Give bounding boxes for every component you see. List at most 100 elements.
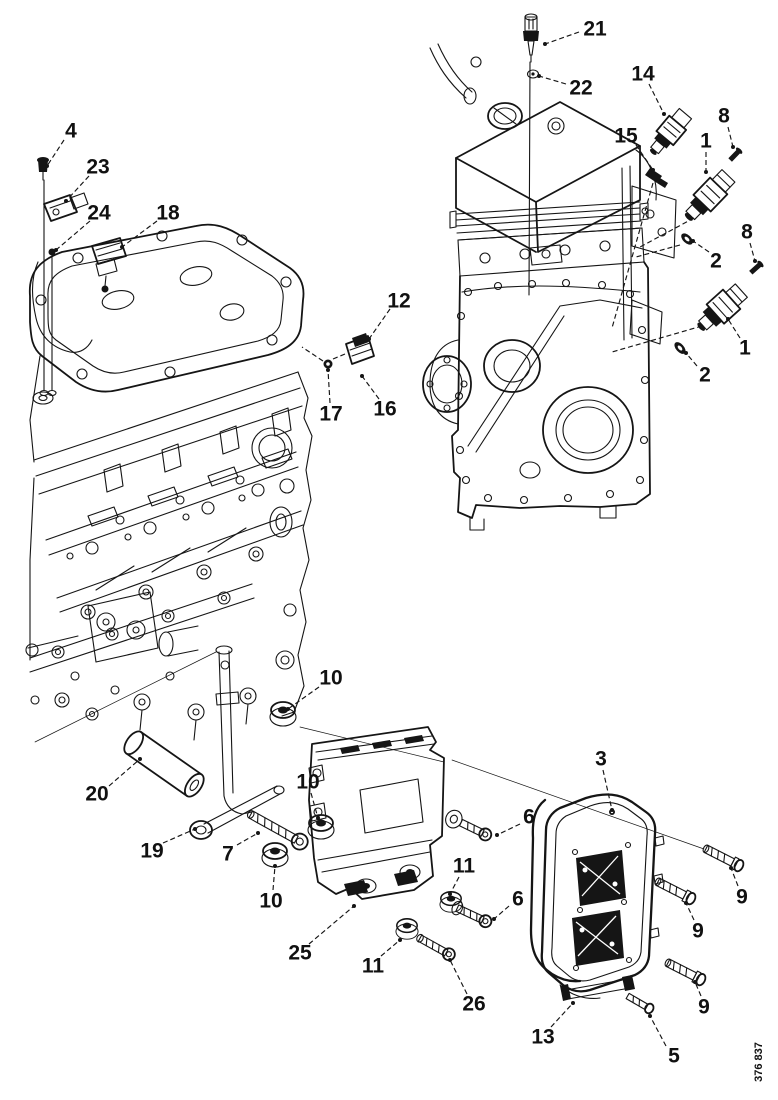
leader-endpoint	[492, 917, 496, 921]
callout-2: 2	[691, 239, 722, 273]
mounting-rods	[32, 179, 57, 405]
leader-line	[108, 758, 141, 787]
callout-number-6: 6	[523, 806, 535, 829]
bolt-26	[416, 933, 456, 962]
washer-2-upper	[681, 233, 693, 245]
clip-15	[611, 168, 668, 329]
leader-line	[550, 1002, 574, 1028]
side-bracket-arm	[621, 149, 677, 345]
leader-endpoint	[684, 351, 688, 355]
callout-17: 17	[319, 368, 343, 426]
leader-line	[310, 792, 319, 819]
timing-gear-cover	[422, 261, 651, 531]
sensor-21	[523, 13, 539, 63]
leader-endpoint	[138, 757, 142, 761]
callout-number-2: 2	[710, 250, 722, 273]
callout-21: 21	[543, 18, 607, 46]
leader-endpoint	[662, 112, 666, 116]
breather-hose	[429, 47, 467, 99]
callout-13: 13	[531, 1001, 575, 1049]
bottom-assembly	[34, 645, 745, 1015]
valve-cover	[455, 101, 641, 253]
leader-endpoint	[684, 901, 688, 905]
leader-line	[46, 139, 65, 167]
leader-line	[749, 242, 756, 262]
leader-endpoint	[704, 170, 708, 174]
sensor-23	[43, 192, 89, 222]
callout-26: 26	[448, 958, 486, 1016]
callout-8: 8	[741, 221, 757, 263]
callout-10: 10	[286, 667, 343, 711]
callout-9: 9	[729, 866, 748, 909]
leader-line	[635, 144, 654, 171]
callout-11: 11	[448, 855, 476, 896]
bolt-6-upper	[445, 809, 493, 842]
leader-line	[449, 876, 460, 895]
callout-7: 7	[222, 831, 260, 866]
leader-endpoint	[648, 1014, 652, 1018]
leader-endpoint	[731, 145, 735, 149]
leader-line	[602, 769, 613, 811]
callout-1: 1	[726, 317, 751, 360]
leader-endpoint	[729, 866, 733, 870]
callout-19: 19	[140, 827, 197, 863]
callout-number-8: 8	[741, 221, 753, 244]
leader-line	[308, 905, 355, 945]
callout-6: 6	[495, 806, 535, 837]
leader-line	[121, 220, 158, 248]
bolt-7	[246, 810, 309, 851]
valve-cover-gasket	[28, 223, 305, 393]
sensor-1-upper	[684, 169, 736, 221]
leader-line	[287, 686, 320, 710]
callout-3: 3	[595, 748, 614, 812]
callout-10: 10	[296, 771, 320, 820]
leader-line	[727, 318, 741, 339]
leader-line	[380, 939, 401, 957]
callout-number-2: 2	[699, 364, 711, 387]
callout-number-9: 9	[736, 886, 748, 909]
leader-line	[649, 1015, 667, 1047]
bolt-5	[625, 992, 655, 1015]
leader-line	[361, 375, 380, 400]
callout-5: 5	[648, 1014, 680, 1068]
callout-number-11: 11	[453, 855, 476, 878]
leader-endpoint	[448, 958, 452, 962]
leader-endpoint	[193, 827, 197, 831]
alignment-line	[451, 759, 705, 850]
bolt-8-upper	[728, 147, 743, 162]
callout-16: 16	[360, 374, 397, 421]
engine-right-view	[422, 13, 764, 531]
leader-line	[449, 959, 468, 995]
callout-number-17: 17	[319, 403, 342, 426]
callout-12: 12	[367, 290, 411, 341]
leader-line	[162, 828, 196, 844]
ecm-plate-3	[529, 793, 665, 999]
cylinder-head-deck	[29, 355, 304, 620]
callout-number-9: 9	[698, 996, 710, 1019]
leader-endpoint	[54, 248, 58, 252]
harness-wire	[529, 798, 582, 983]
leader-line	[730, 867, 739, 887]
callout-25: 25	[288, 904, 356, 965]
bolt-6-lower	[451, 900, 493, 929]
leader-line	[648, 83, 665, 115]
leader-line	[685, 352, 698, 367]
leader-line	[327, 369, 331, 404]
callout-number-14: 14	[631, 63, 655, 86]
leader-line	[493, 905, 510, 920]
callout-number-10: 10	[319, 667, 342, 690]
callout-20: 20	[85, 757, 142, 806]
strap-13	[560, 975, 635, 1001]
leader-line	[544, 31, 580, 45]
callout-number-10: 10	[259, 890, 282, 913]
callout-22: 22	[537, 74, 593, 100]
callout-number-10: 10	[296, 771, 319, 794]
callout-6: 6	[492, 888, 524, 921]
leader-endpoint	[448, 892, 452, 896]
callout-9: 9	[684, 901, 704, 943]
callout-number-4: 4	[65, 120, 77, 143]
stud-24	[48, 248, 56, 256]
leader-endpoint	[316, 816, 320, 820]
